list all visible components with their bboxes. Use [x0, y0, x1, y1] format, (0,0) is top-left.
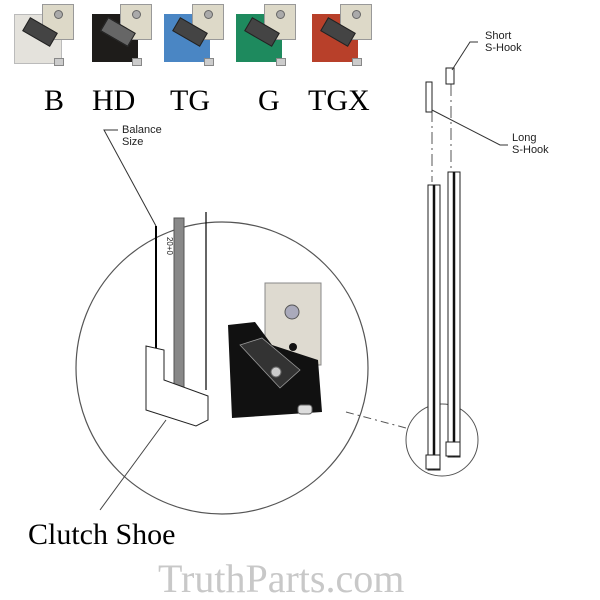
shoe-photo-g [236, 4, 296, 66]
shoe-photo-hd [92, 4, 152, 66]
variant-label-hd: HD [92, 84, 136, 117]
clutch-shoe-label: Clutch Shoe [28, 518, 176, 551]
variant-label-tg: TG [170, 84, 210, 117]
shoe-photo-b [14, 4, 74, 66]
variant-label-g: G [258, 84, 280, 117]
shoe-photo-tgx [312, 4, 372, 66]
watermark: TruthParts.com [158, 556, 405, 600]
balance-size-mark: 20+0 [165, 236, 175, 256]
shoe-photo-tg [164, 4, 224, 66]
variant-label-b: B [44, 84, 65, 117]
variant-label-tgx: TGX [308, 84, 370, 117]
